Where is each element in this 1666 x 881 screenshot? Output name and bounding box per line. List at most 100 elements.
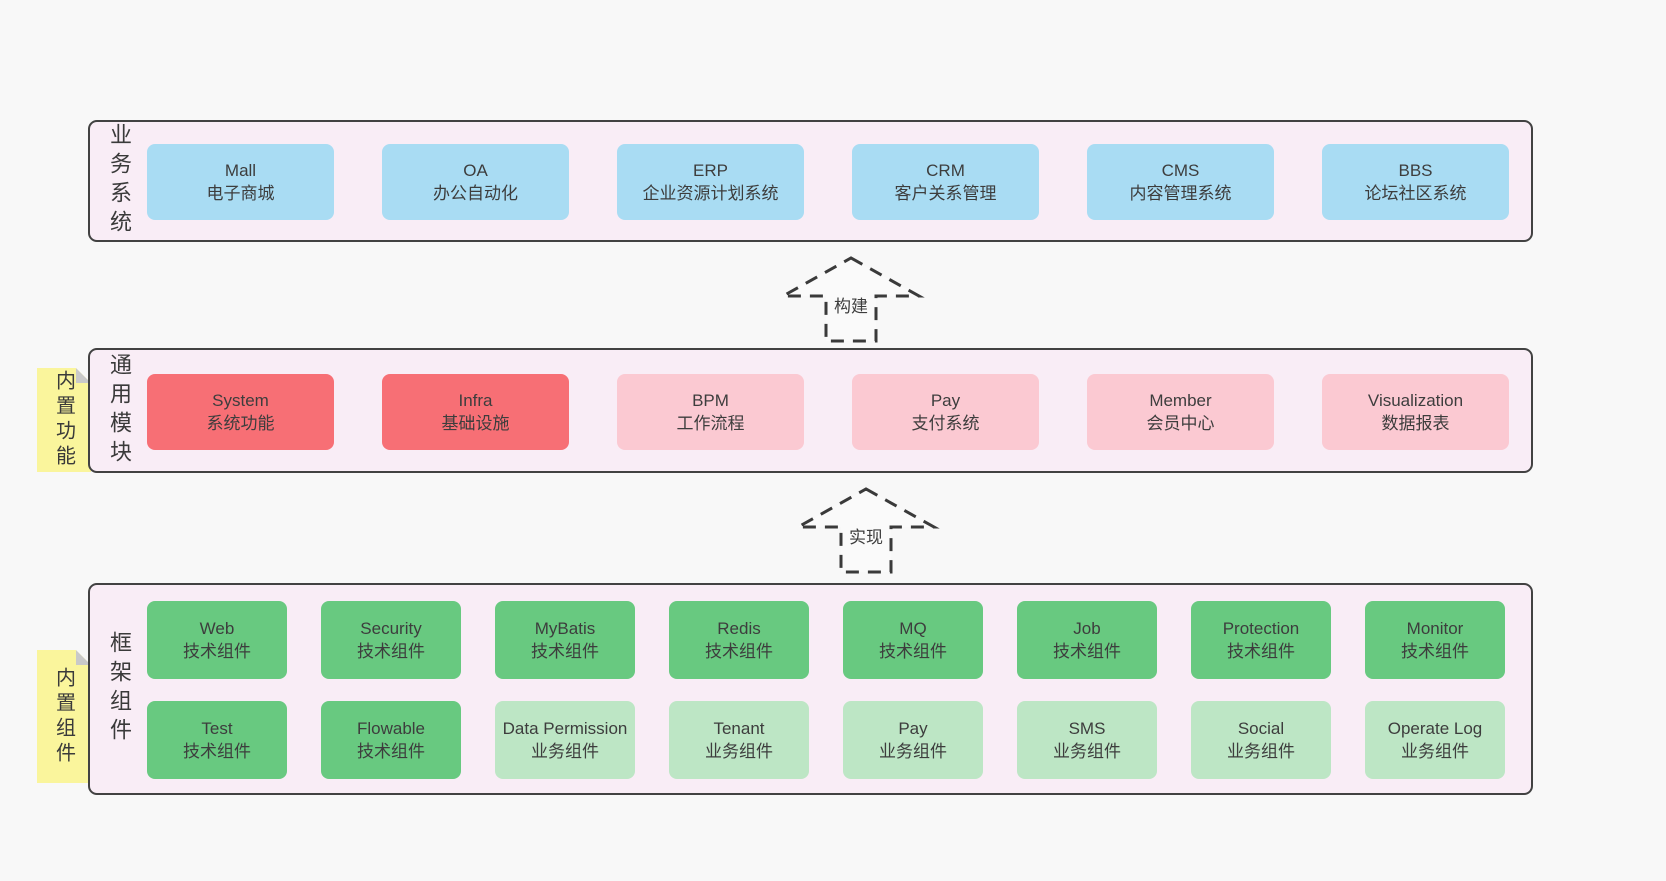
box-subtitle: 业务组件 <box>1227 742 1295 761</box>
box-title: Job <box>1073 618 1101 638</box>
box-subtitle: 技术组件 <box>1053 642 1121 661</box>
box-subtitle: 技术组件 <box>183 742 251 761</box>
box-title: System <box>212 390 269 410</box>
box-title: ERP <box>693 160 728 180</box>
component-box-data-permission: Data Permission 业务组件 <box>495 701 635 779</box>
components-box-row-1: Web 技术组件 Security 技术组件 MyBatis 技术组件 Redi… <box>147 601 1505 679</box>
box-subtitle: 企业资源计划系统 <box>642 184 779 203</box>
built-in-functions-note: 内置功能 <box>37 368 91 472</box>
business-systems-layer: 业务系统 Mall 电子商城 OA 办公自动化 ERP 企业资源计划系统 CRM… <box>88 120 1533 242</box>
box-subtitle: 会员中心 <box>1146 414 1215 433</box>
box-title: Pay <box>898 718 928 738</box>
built-in-components-note: 内置组件 <box>37 650 91 783</box>
box-subtitle: 系统功能 <box>206 414 275 433</box>
box-title: Infra <box>458 390 493 410</box>
component-box-flowable: Flowable 技术组件 <box>321 701 461 779</box>
box-subtitle: 数据报表 <box>1381 414 1450 433</box>
system-box-mall: Mall 电子商城 <box>147 144 334 220</box>
box-title: CRM <box>926 160 965 180</box>
box-subtitle: 业务组件 <box>879 742 947 761</box>
box-title: Visualization <box>1367 390 1464 410</box>
component-box-security: Security 技术组件 <box>321 601 461 679</box>
component-box-mybatis: MyBatis 技术组件 <box>495 601 635 679</box>
box-title: BPM <box>692 390 729 410</box>
system-box-bbs: BBS 论坛社区系统 <box>1322 144 1509 220</box>
box-title: Flowable <box>356 718 426 738</box>
system-box-erp: ERP 企业资源计划系统 <box>617 144 804 220</box>
implement-arrow-icon: 实现 <box>790 485 942 582</box>
module-box-visualization: Visualization 数据报表 <box>1322 374 1509 450</box>
box-title: Test <box>201 718 233 738</box>
box-title: MyBatis <box>534 618 596 638</box>
box-title: Social <box>1237 718 1285 738</box>
box-title: Protection <box>1222 618 1300 638</box>
modules-box-row: System 系统功能 Infra 基础设施 BPM 工作流程 Pay 支付系统… <box>147 374 1509 450</box>
box-subtitle: 技术组件 <box>1227 642 1295 661</box>
box-title: CMS <box>1161 160 1200 180</box>
box-title: SMS <box>1068 718 1106 738</box>
module-box-system: System 系统功能 <box>147 374 334 450</box>
box-title: Monitor <box>1406 618 1464 638</box>
system-box-cms: CMS 内容管理系统 <box>1087 144 1274 220</box>
component-box-monitor: Monitor 技术组件 <box>1365 601 1505 679</box>
box-subtitle: 技术组件 <box>1401 642 1469 661</box>
box-subtitle: 技术组件 <box>183 642 251 661</box>
component-box-tenant: Tenant 业务组件 <box>669 701 809 779</box>
note-text: 内置组件 <box>52 666 75 767</box>
module-box-infra: Infra 基础设施 <box>382 374 569 450</box>
build-arrow-icon: 构建 <box>775 254 927 351</box>
component-box-web: Web 技术组件 <box>147 601 287 679</box>
box-subtitle: 内容管理系统 <box>1129 184 1232 203</box>
box-title: BBS <box>1398 160 1433 180</box>
common-modules-layer: 通用模块 System 系统功能 Infra 基础设施 BPM 工作流程 Pay… <box>88 348 1533 473</box>
box-title: Tenant <box>713 718 765 738</box>
component-box-operate-log: Operate Log 业务组件 <box>1365 701 1505 779</box>
component-box-redis: Redis 技术组件 <box>669 601 809 679</box>
box-subtitle: 电子商城 <box>206 184 275 203</box>
box-title: Security <box>360 618 422 638</box>
box-subtitle: 技术组件 <box>879 642 947 661</box>
box-subtitle: 论坛社区系统 <box>1364 184 1467 203</box>
box-subtitle: 业务组件 <box>1053 742 1121 761</box>
implement-arrow-label: 实现 <box>849 528 883 547</box>
box-subtitle: 办公自动化 <box>433 184 518 203</box>
box-title: Member <box>1149 390 1212 410</box>
component-box-pay: Pay 业务组件 <box>843 701 983 779</box>
box-title: Operate Log <box>1387 718 1483 738</box>
box-subtitle: 技术组件 <box>357 742 425 761</box>
box-subtitle: 业务组件 <box>531 742 599 761</box>
business-layer-label: 业务系统 <box>107 123 132 239</box>
business-box-row: Mall 电子商城 OA 办公自动化 ERP 企业资源计划系统 CRM 客户关系… <box>147 144 1509 220</box>
box-subtitle: 技术组件 <box>531 642 599 661</box>
components-layer-label: 框架组件 <box>107 631 132 747</box>
system-box-oa: OA 办公自动化 <box>382 144 569 220</box>
module-box-pay: Pay 支付系统 <box>852 374 1039 450</box>
framework-components-layer: 框架组件 Web 技术组件 Security 技术组件 MyBatis 技术组件… <box>88 583 1533 795</box>
box-title: Mall <box>224 160 257 180</box>
box-subtitle: 技术组件 <box>705 642 773 661</box>
box-subtitle: 业务组件 <box>1401 742 1469 761</box>
components-box-row-2: Test 技术组件 Flowable 技术组件 Data Permission … <box>147 701 1505 779</box>
box-subtitle: 支付系统 <box>911 414 980 433</box>
box-title: OA <box>463 160 488 180</box>
component-box-mq: MQ 技术组件 <box>843 601 983 679</box>
build-arrow-label: 构建 <box>834 297 868 316</box>
component-box-protection: Protection 技术组件 <box>1191 601 1331 679</box>
box-title: Pay <box>930 390 961 410</box>
box-subtitle: 技术组件 <box>357 642 425 661</box>
box-title: Redis <box>717 618 761 638</box>
system-box-crm: CRM 客户关系管理 <box>852 144 1039 220</box>
box-subtitle: 基础设施 <box>441 414 510 433</box>
box-title: Web <box>199 618 235 638</box>
box-title: MQ <box>899 618 927 638</box>
note-text: 内置功能 <box>52 370 75 470</box>
box-subtitle: 客户关系管理 <box>894 184 997 203</box>
component-box-job: Job 技术组件 <box>1017 601 1157 679</box>
box-title: Data Permission <box>502 718 628 738</box>
module-box-bpm: BPM 工作流程 <box>617 374 804 450</box>
box-subtitle: 工作流程 <box>676 414 745 433</box>
component-box-social: Social 业务组件 <box>1191 701 1331 779</box>
component-box-sms: SMS 业务组件 <box>1017 701 1157 779</box>
module-box-member: Member 会员中心 <box>1087 374 1274 450</box>
